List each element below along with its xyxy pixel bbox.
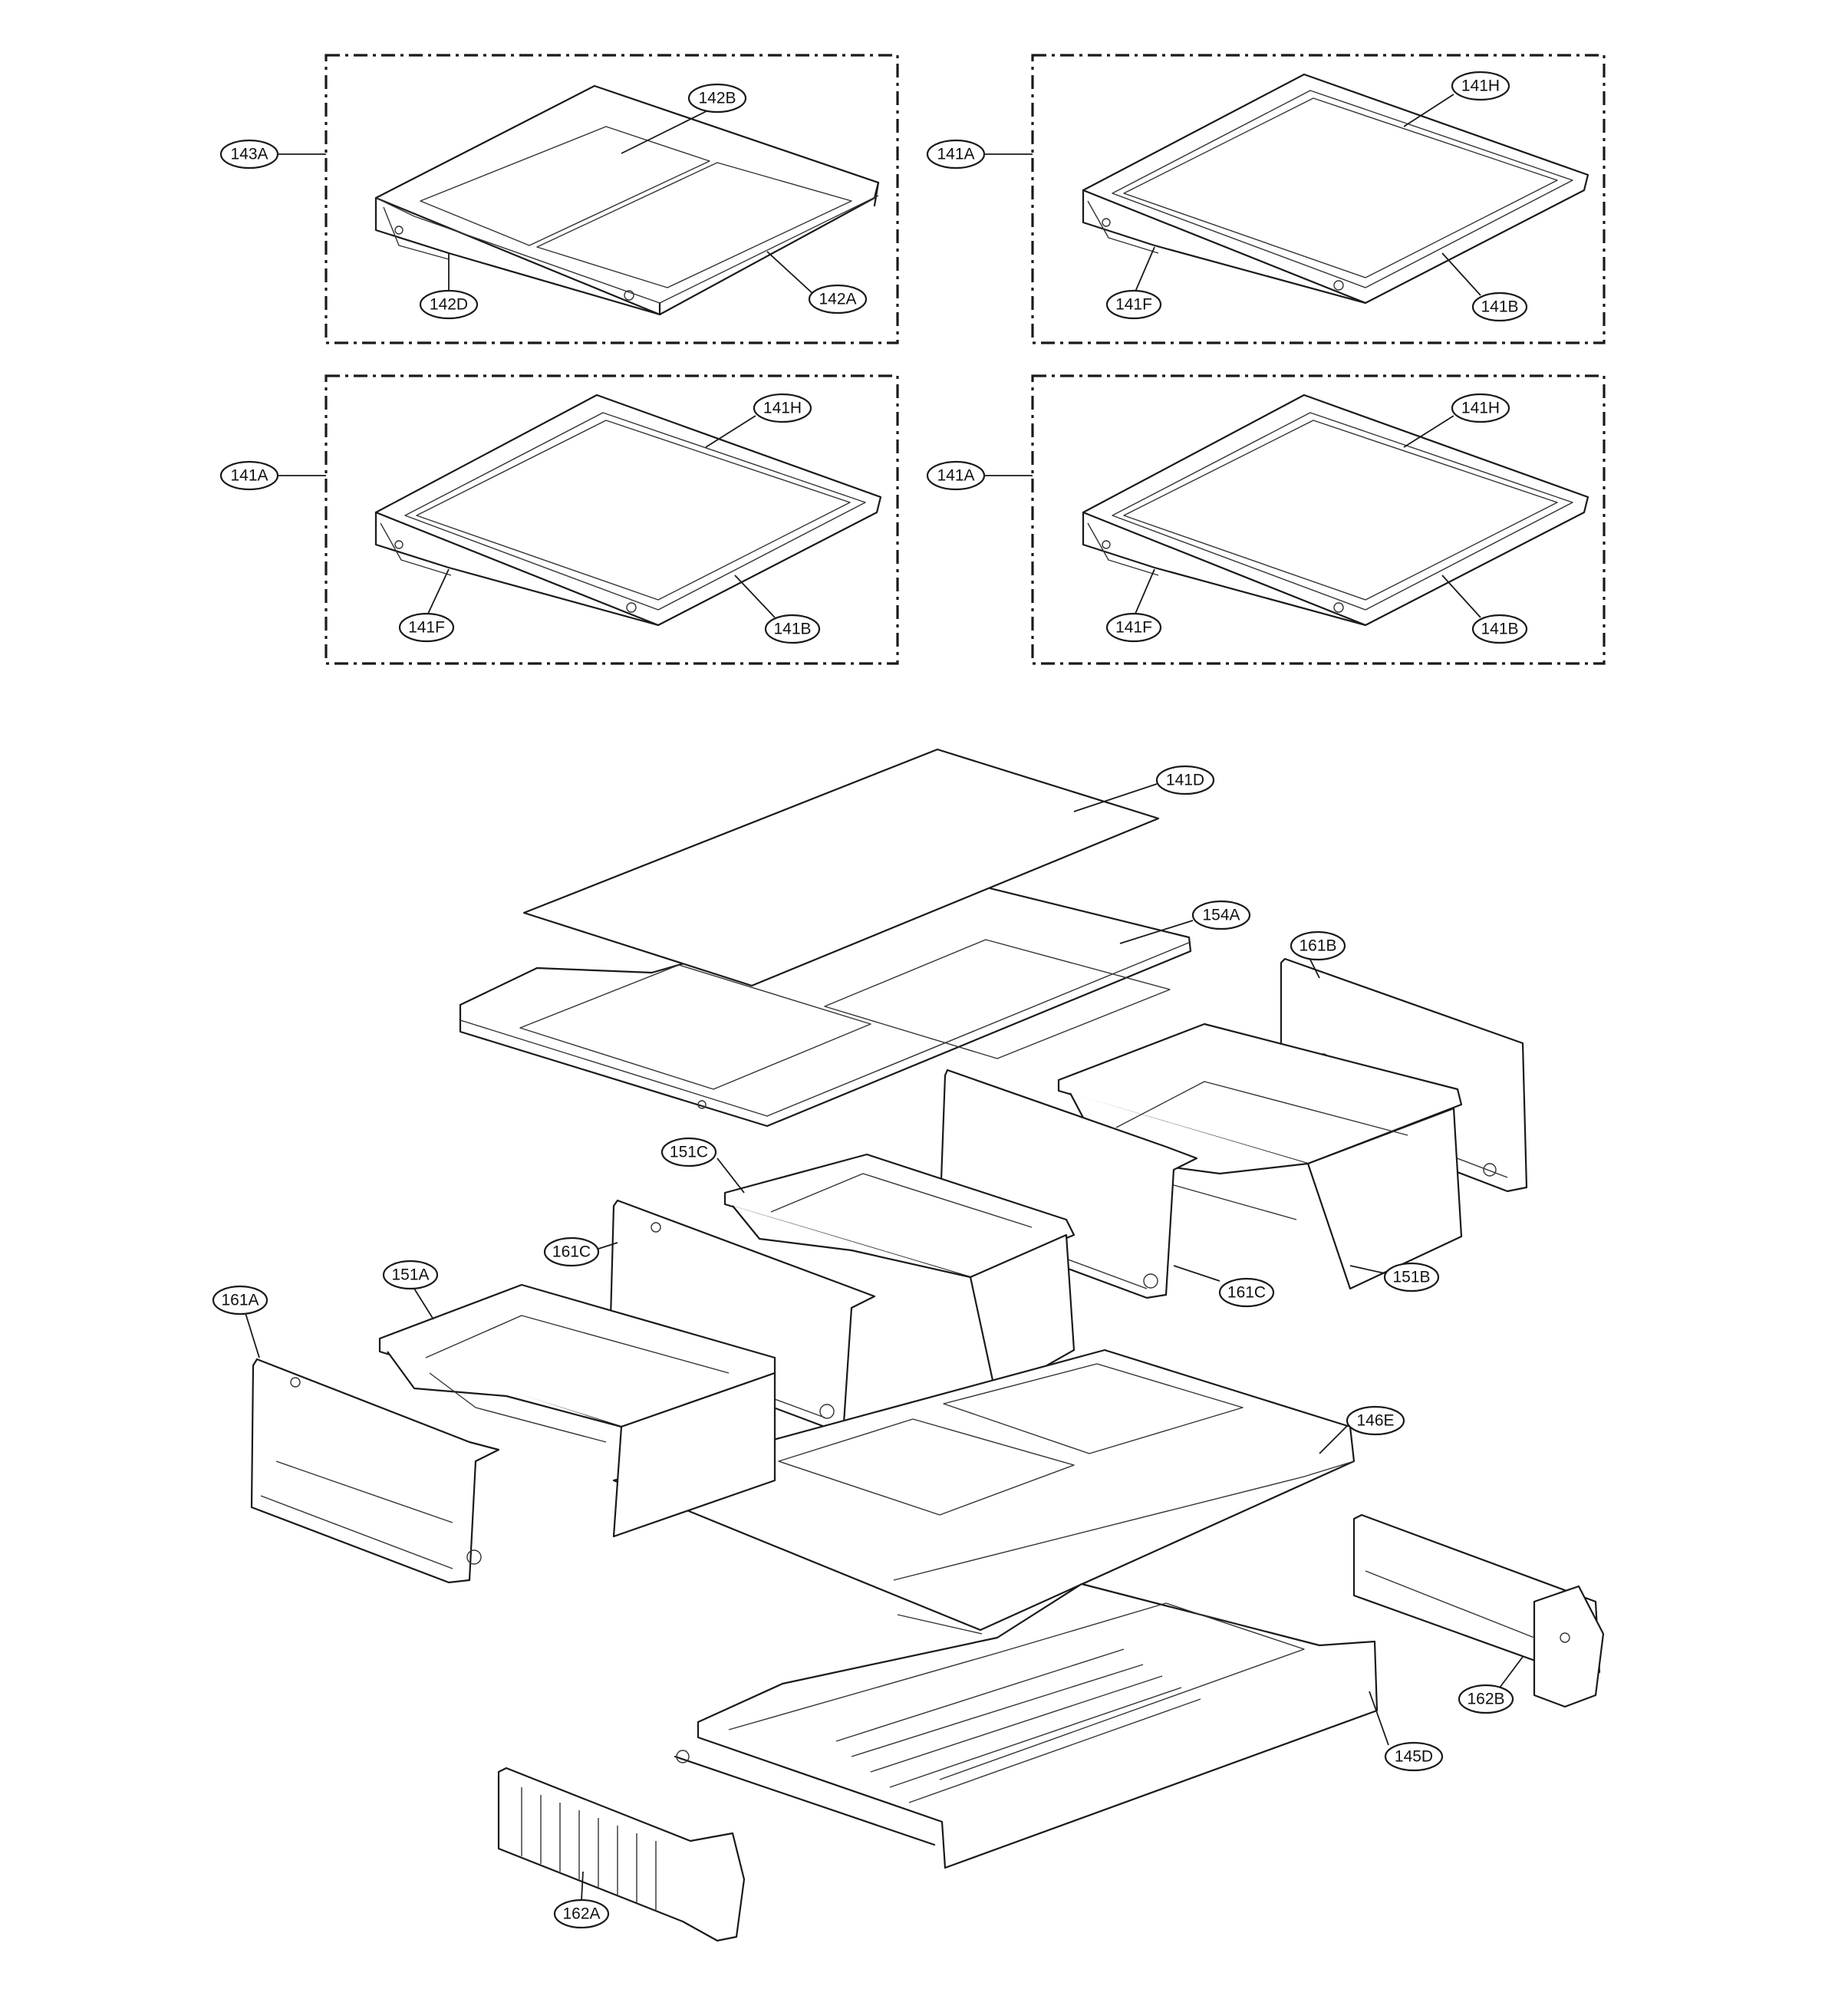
callout-label: 141D [1166, 772, 1204, 789]
callout-label: 141B [773, 621, 811, 638]
dashed-group-frame [1031, 54, 1606, 344]
callout-154A: 154A [1119, 900, 1251, 944]
callout-label: 161A [221, 1292, 259, 1309]
callout-141B-middle-right: 141B [1441, 575, 1528, 644]
callout-141A-middle-left: 141A [219, 460, 326, 491]
rail-162B [1352, 1513, 1605, 1708]
group-143A-shelf-assembly [324, 54, 899, 344]
callout-label: 141A [230, 467, 268, 485]
callout-161C-left: 161C [543, 1237, 618, 1267]
callout-label: 142B [698, 90, 736, 107]
callout-141D: 141D [1073, 765, 1215, 812]
callout-label: 151B [1392, 1269, 1430, 1286]
pantry-drawer-145D [674, 1582, 1379, 1869]
group-141A-top-right [1031, 54, 1606, 344]
callout-label: 154A [1202, 907, 1240, 924]
callout-label: 162B [1467, 1691, 1504, 1708]
callout-141H-middle-right: 141H [1403, 393, 1510, 448]
callout-151A: 151A [382, 1260, 439, 1320]
callout-label: 141A [937, 467, 974, 485]
callout-label: 141F [1115, 619, 1152, 637]
dashed-group-frame [1031, 374, 1606, 665]
callout-141A-middle-right: 141A [926, 460, 1033, 491]
callout-141F-middle-right: 141F [1105, 568, 1162, 643]
dashed-group-frame [324, 54, 899, 344]
callout-label: 141F [1115, 296, 1152, 314]
callout-151B: 151B [1349, 1262, 1440, 1292]
callout-label: 161C [552, 1243, 591, 1261]
callout-141H-top-right: 141H [1403, 71, 1510, 127]
callout-141B-middle-left: 141B [734, 575, 821, 644]
cover-glass-141D [522, 748, 1160, 987]
callout-label: 141B [1481, 621, 1518, 638]
group-141A-middle-left [324, 374, 899, 665]
callout-label: 141H [763, 400, 802, 417]
callout-141B-top-right: 141B [1441, 252, 1528, 322]
callout-label: 146E [1356, 1412, 1394, 1430]
callout-label: 142A [819, 291, 856, 308]
callout-label: 145D [1395, 1748, 1433, 1766]
callout-142D: 142D [419, 253, 479, 320]
callout-label: 142D [430, 296, 468, 314]
callout-label: 162A [562, 1905, 600, 1923]
callout-161B: 161B [1290, 930, 1346, 979]
callout-141F-middle-left: 141F [398, 568, 455, 643]
shelf-base-146E [612, 1348, 1356, 1635]
callout-label: 151A [391, 1266, 429, 1284]
drawer-151A [378, 1283, 776, 1538]
callout-label: 161C [1227, 1284, 1266, 1302]
callout-141A-top-right: 141A [926, 139, 1033, 170]
callout-162A: 162A [553, 1871, 610, 1929]
callout-label: 141B [1481, 298, 1518, 316]
callout-162B: 162B [1458, 1656, 1524, 1714]
callout-141H-middle-left: 141H [705, 393, 812, 448]
group-141A-middle-right [1031, 374, 1606, 665]
callout-label: 141H [1461, 400, 1500, 417]
callout-151C: 151C [660, 1137, 745, 1194]
callout-161A: 161A [212, 1285, 268, 1358]
drawer-151C [723, 1153, 1076, 1396]
callout-146E: 146E [1319, 1405, 1405, 1454]
callout-142B: 142B [621, 83, 747, 154]
callout-label: 141H [1461, 77, 1500, 95]
callout-label: 161B [1299, 937, 1336, 955]
callout-161C-right: 161C [1173, 1265, 1275, 1308]
callout-label: 141A [937, 146, 974, 163]
callout-label: 151C [670, 1144, 708, 1161]
callout-142A: 142A [766, 251, 868, 314]
rail-162A [497, 1767, 746, 1942]
callout-label: 141F [408, 619, 445, 637]
divider-161A [250, 1358, 500, 1584]
callout-label: 143A [230, 146, 268, 163]
callout-143A: 143A [219, 139, 326, 170]
callout-141F-top-right: 141F [1105, 246, 1162, 320]
callout-145D: 145D [1369, 1691, 1444, 1772]
crisper-cover-154A [459, 881, 1192, 1128]
dashed-group-frame [324, 374, 899, 665]
